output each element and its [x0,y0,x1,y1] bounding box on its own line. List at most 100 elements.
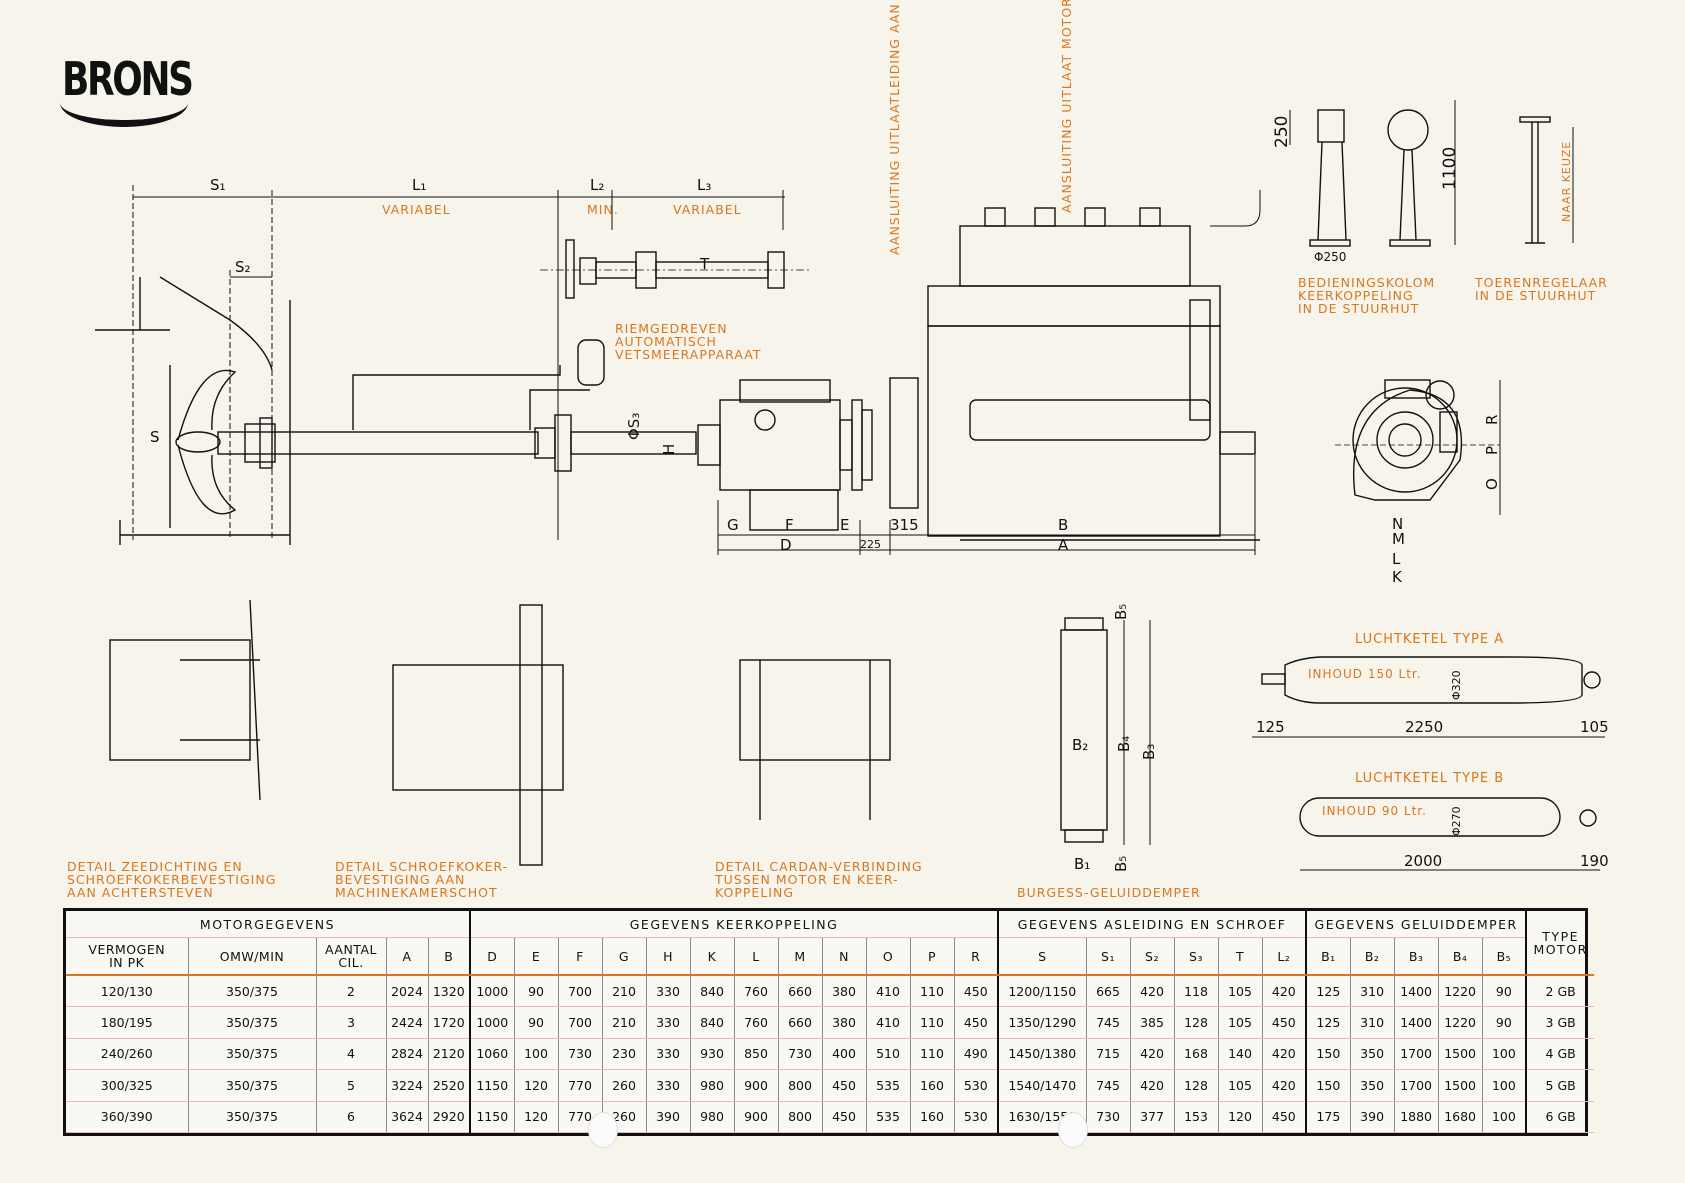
table-cell: 2424 [385,1006,428,1039]
table-cell: 2920 [427,1101,471,1134]
propeller-shaft [217,339,697,472]
table-cell: 390 [645,1101,691,1134]
dim-h: H [660,443,678,455]
table-cell: 760 [733,975,779,1008]
table-cell: 150 [1305,1069,1351,1102]
dim-k: K [1392,568,1402,586]
table-cell: 1000 [469,975,515,1008]
control-column-label: BEDIENINGSKOLOM KEERKOPPELING IN DE STUU… [1298,275,1436,316]
column-header: T [1217,937,1263,976]
table-cell: 1700 [1393,1038,1439,1071]
logo-swoosh [60,98,188,127]
table-cell: 377 [1129,1101,1175,1134]
detail-tube-drawing [392,604,564,866]
gearbox-front-view [1335,379,1501,515]
column-header: A [385,937,428,976]
column-header: B₂ [1349,937,1395,976]
dim-l1: L₁ [412,176,427,194]
lubricator-label: RIEMGEDREVEN AUTOMATISCH VETSMEERAPPARAA… [615,321,762,362]
table-cell: 175 [1305,1101,1351,1134]
dim-b5-bottom: B₅ [1112,855,1130,872]
table-cell: 330 [645,1038,691,1071]
table-cell: 660 [777,975,823,1008]
table-cell: 1880 [1393,1101,1439,1134]
dim-b5-top: B₅ [1112,603,1130,620]
table-cell: 420 [1261,975,1307,1008]
dim-s3: ΦS₃ [625,412,643,440]
dim-b2: B₂ [1072,736,1089,754]
table-cell: 1400 [1393,975,1439,1008]
table-cell: 90 [513,1006,559,1039]
table-cell: 5 [315,1069,386,1102]
table-cell: 350/375 [187,1038,316,1071]
speed-regulator [1519,116,1574,244]
control-column [1289,100,1456,247]
type-motor-cell: 3 GB [1525,1006,1595,1039]
table-cell: 350/375 [187,1069,316,1102]
table-cell: 2824 [385,1038,428,1071]
column-header: B₁ [1305,937,1351,976]
table-cell: 380 [821,975,867,1008]
table-cell: 100 [1481,1038,1527,1071]
dim-a: A [1058,536,1069,554]
table-cell: 1220 [1437,1006,1483,1039]
table-cell: 3 [315,1006,386,1039]
table-cell: 450 [953,975,999,1008]
table-cell: 420 [1129,1069,1175,1102]
table-cell: 1500 [1437,1069,1483,1102]
table-cell: 420 [1129,975,1175,1008]
table-cell: 770 [557,1101,603,1134]
dim-m: M [1392,530,1405,548]
air-tank-a-right: 105 [1580,718,1609,736]
table-cell: 760 [733,1006,779,1039]
table-cell: 128 [1173,1006,1219,1039]
stern-hull [95,276,291,545]
table-cell: 390 [1349,1101,1395,1134]
table-cell: 310 [1349,1006,1395,1039]
table-cell: 240/260 [66,1038,188,1071]
air-tank-a-left: 125 [1256,718,1285,736]
dim-315: 315 [890,516,919,534]
table-cell: 930 [689,1038,735,1071]
column-header: AANTAL CIL. [315,937,386,976]
column-header: B₃ [1393,937,1439,976]
dim-225: 225 [860,538,881,551]
muffler-drawing [1060,617,1151,845]
dim-d: D [780,536,792,554]
reverse-gearbox [697,377,919,531]
table-cell: 1150 [469,1101,515,1134]
column-header: O [865,937,911,976]
table-cell: 210 [601,975,647,1008]
type-motor-cell: 5 GB [1525,1069,1595,1102]
table-cell: 1540/1470 [997,1069,1087,1102]
column-header: B [427,937,471,976]
detail-tube-label: DETAIL SCHROEFKOKER- BEVESTIGING AAN MAC… [335,859,509,900]
table-cell: 160 [909,1069,955,1102]
table-cell: 420 [1129,1038,1175,1071]
detail-seal-drawing [109,599,261,801]
table-cell: 1720 [427,1006,471,1039]
column-header: L [733,937,779,976]
group-shaft-propeller: GEGEVENS ASLEIDING EN SCHROEF [997,911,1307,938]
column-header: B₄ [1437,937,1483,976]
group-motor: MOTORGEGEVENS [66,911,471,938]
dim-l2: L₂ [590,176,605,194]
naar-keuze-label: NAAR KEUZE [1560,140,1573,222]
table-cell: 100 [1481,1069,1527,1102]
table-cell: 535 [865,1101,911,1134]
table-cell: 153 [1173,1101,1219,1134]
dim-p: P [1483,445,1501,455]
table-cell: 980 [689,1069,735,1102]
column-header: M [777,937,823,976]
table-cell: 105 [1217,975,1263,1008]
table-cell: 535 [865,1069,911,1102]
column-header: K [689,937,735,976]
table-cell: 125 [1305,1006,1351,1039]
table-cell: 90 [513,975,559,1008]
table-cell: 385 [1129,1006,1175,1039]
dim-t: T [700,255,710,273]
table-cell: 4 [315,1038,386,1071]
table-cell: 490 [953,1038,999,1071]
propeller [169,365,237,528]
